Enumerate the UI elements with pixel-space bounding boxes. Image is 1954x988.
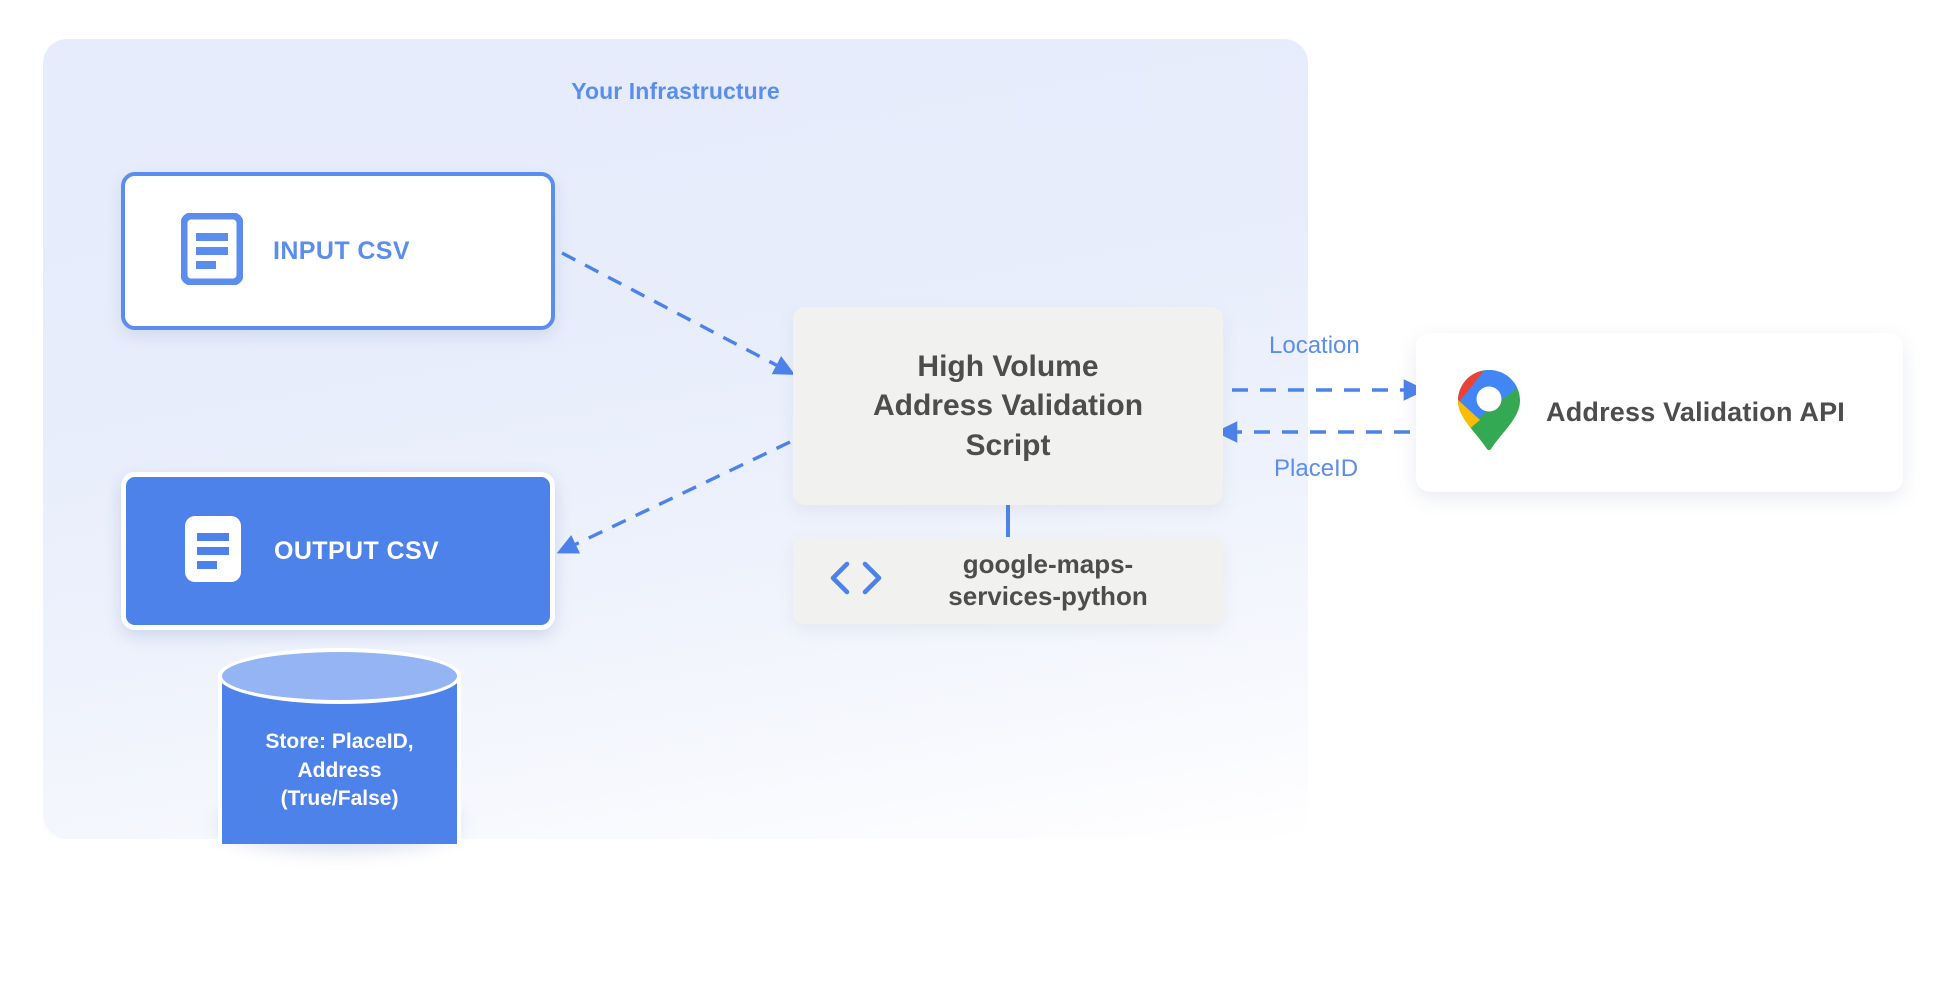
- datastore-line-1: Store: PlaceID,: [265, 730, 414, 753]
- node-input-csv[interactable]: INPUT CSV: [121, 172, 555, 330]
- datastore-line-2: Address: [297, 758, 382, 782]
- node-api-label: Address Validation API: [1546, 397, 1845, 427]
- library-line-1: google-maps-: [962, 548, 1134, 579]
- google-maps-pin-icon: [1456, 368, 1522, 457]
- library-line-2: services-python: [948, 580, 1148, 611]
- document-icon: [180, 212, 244, 290]
- node-datastore[interactable]: Store: PlaceID, Address (True/False): [218, 648, 461, 872]
- infrastructure-title: Your Infrastructure: [571, 78, 780, 104]
- node-script[interactable]: High Volume Address Validation Script: [793, 307, 1223, 505]
- document-icon: [182, 513, 244, 590]
- edge-label-placeid: PlaceID: [1274, 455, 1359, 482]
- datastore-line-3: (True/False): [280, 787, 399, 811]
- node-output-csv-label: OUTPUT CSV: [274, 536, 440, 565]
- edge-script-to-library: [1006, 505, 1010, 537]
- script-line-1: High Volume: [917, 349, 1099, 383]
- node-address-validation-api[interactable]: Address Validation API: [1416, 333, 1903, 492]
- node-library[interactable]: google-maps- services-python: [793, 537, 1223, 624]
- code-brackets-icon: [827, 559, 885, 602]
- script-line-2: Address Validation: [872, 389, 1144, 423]
- node-datastore-label: Store: PlaceID, Address (True/False): [218, 728, 461, 814]
- cylinder-top: [218, 648, 461, 704]
- script-line-3: Script: [965, 428, 1051, 462]
- node-library-label: google-maps- services-python: [891, 549, 1223, 612]
- edge-label-location: Location: [1269, 332, 1360, 359]
- node-output-csv[interactable]: OUTPUT CSV: [121, 472, 555, 630]
- node-script-label: High Volume Address Validation Script: [863, 347, 1153, 466]
- cylinder-body: [218, 676, 461, 844]
- node-input-csv-label: INPUT CSV: [273, 236, 410, 265]
